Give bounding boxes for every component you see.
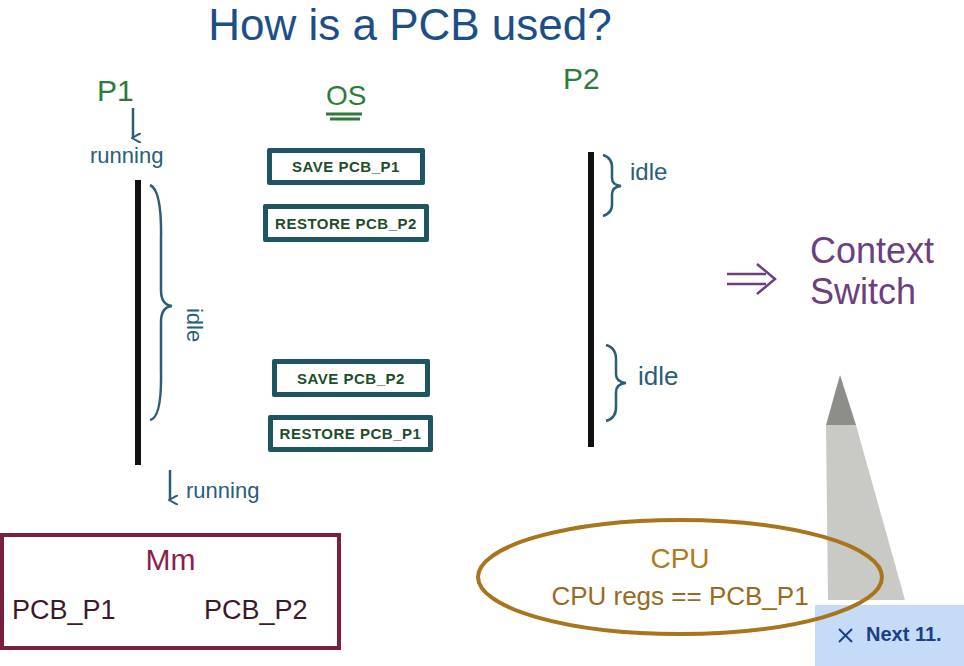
process-name: P1 <box>97 74 134 109</box>
pcb-name: PCB_P2 <box>204 595 308 626</box>
state-label: running <box>186 478 259 503</box>
down-arrow <box>169 470 172 500</box>
timeline-bar <box>135 180 141 465</box>
state-label: running <box>90 143 163 168</box>
state-label: idle <box>181 308 206 342</box>
brace <box>150 185 172 420</box>
step-text: SAVE PCB_P2 <box>297 370 405 387</box>
pcb-name: PCB_P1 <box>12 595 116 626</box>
next-button-label: Next 11. <box>866 623 942 646</box>
underline <box>326 113 362 116</box>
close-icon <box>839 629 852 642</box>
os-step-box: RESTORE PCB_P1 <box>268 415 434 452</box>
context-switch-note: Context Switch <box>810 230 960 313</box>
cpu-ellipse: CPU CPU regs == PCB_P1 <box>475 517 885 637</box>
ellipse-outline <box>475 517 885 637</box>
timeline-bar <box>588 152 594 447</box>
pen <box>826 375 856 425</box>
cpu-heading: CPU <box>650 543 709 575</box>
state-label: idle <box>638 362 678 392</box>
brace <box>603 155 621 216</box>
ellipse-outline <box>478 520 882 634</box>
memory-box: MmPCB_P1 PCB_P2 <box>0 533 341 650</box>
brace <box>606 345 626 421</box>
underline <box>330 118 360 121</box>
implies-arrow <box>727 283 766 286</box>
os-step-box: RESTORE PCB_P2 <box>263 204 429 242</box>
os-heading: OS <box>326 80 366 112</box>
pen <box>826 425 905 600</box>
cpu-register-note: CPU regs == PCB_P1 <box>551 581 808 612</box>
memory-heading: Mm <box>4 543 337 577</box>
implies-arrow <box>727 273 766 276</box>
os-step-box: SAVE PCB_P2 <box>272 359 430 397</box>
title: How is a PCB used? <box>208 0 612 50</box>
process-name: P2 <box>563 62 600 97</box>
step-text: RESTORE PCB_P2 <box>275 215 417 232</box>
down-arrow <box>132 108 135 138</box>
state-label: idle <box>630 158 667 186</box>
close-icon <box>839 629 852 642</box>
step-text: RESTORE PCB_P1 <box>280 425 422 442</box>
step-text: SAVE PCB_P1 <box>292 158 400 175</box>
implies-arrow <box>757 264 775 294</box>
os-step-box: SAVE PCB_P1 <box>267 148 425 185</box>
